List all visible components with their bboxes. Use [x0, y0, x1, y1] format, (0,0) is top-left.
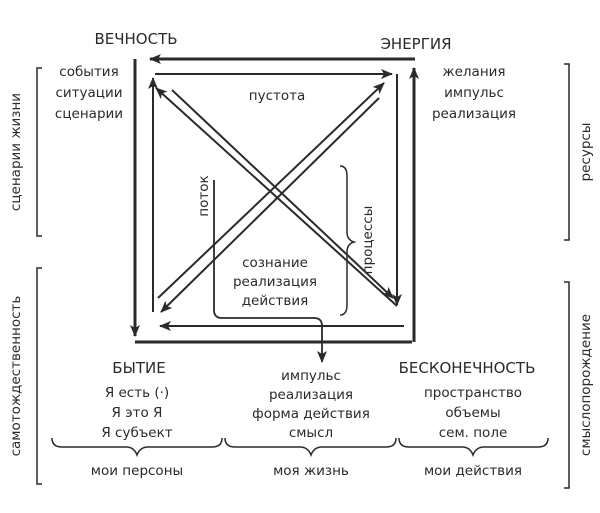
center-list-item: реализация: [233, 274, 317, 290]
bottom-right-list-item: сем. поле: [439, 425, 508, 441]
center-list-item: действия: [242, 293, 309, 309]
brace-my-actions: [398, 437, 549, 458]
center-list-item: сознание: [242, 255, 308, 271]
side-label-life-scenarios: сценарии жизни: [8, 93, 24, 211]
flow-path-arrow: [213, 180, 327, 363]
brace-my-life: [224, 437, 397, 458]
diagonal-arrow-3: [157, 82, 385, 299]
top-left-list-item: ситуации: [55, 85, 122, 101]
corner-title-energy: ЭНЕРГИЯ: [380, 35, 451, 53]
bottom-right-list-item: объемы: [445, 405, 500, 421]
top-right-list-item: импульс: [444, 85, 504, 101]
diagonal-arrow-1: [155, 87, 398, 307]
top-left-list-item: события: [59, 64, 118, 80]
side-label-self-identity: самотождественность: [8, 296, 24, 457]
corner-title-being: БЫТИЕ: [112, 359, 165, 377]
bottom-left-list-item: Я есть (·): [105, 385, 169, 401]
left-bottom-bracket: [36, 267, 42, 485]
diagonals: [155, 82, 398, 313]
label-processes: процессы: [360, 206, 376, 275]
bottom-middle-list-item: реализация: [269, 387, 353, 403]
right-bottom-bracket: [564, 281, 570, 489]
caption-my-personas: мои персоны: [91, 463, 183, 479]
bottom-middle-list-item: форма действия: [252, 406, 370, 422]
label-flow: поток: [196, 175, 212, 216]
top-right-list-item: желания: [442, 64, 505, 80]
top-left-list-item: сценарии: [55, 106, 123, 122]
label-emptiness: пустота: [249, 88, 306, 104]
bottom-right-list-item: пространство: [424, 385, 522, 401]
left-top-bracket: [36, 67, 42, 237]
caption-my-life: моя жизнь: [273, 463, 349, 479]
top-right-list-item: реализация: [432, 106, 516, 122]
corner-title-infinity: БЕСКОНЕЧНОСТЬ: [399, 359, 536, 377]
bottom-left-list-item: Я субъект: [101, 425, 172, 441]
bottom-left-list-item: Я это Я: [112, 405, 163, 421]
side-label-resources: ресурсы: [578, 123, 594, 182]
side-label-meaning-generation: смыслопорождение: [578, 314, 594, 456]
bottom-middle-list-item: импульс: [281, 368, 341, 384]
caption-my-actions: мои действия: [424, 463, 522, 479]
right-top-bracket: [564, 63, 570, 241]
diagonal-arrow-4: [160, 97, 380, 313]
processes-brace: [339, 165, 357, 316]
corner-title-eternity: ВЕЧНОСТЬ: [94, 30, 177, 48]
inner-square: [148, 69, 404, 331]
bottom-middle-list-item: смысл: [289, 425, 333, 441]
brace-my-personas: [51, 437, 223, 458]
outer-square: [130, 54, 419, 344]
